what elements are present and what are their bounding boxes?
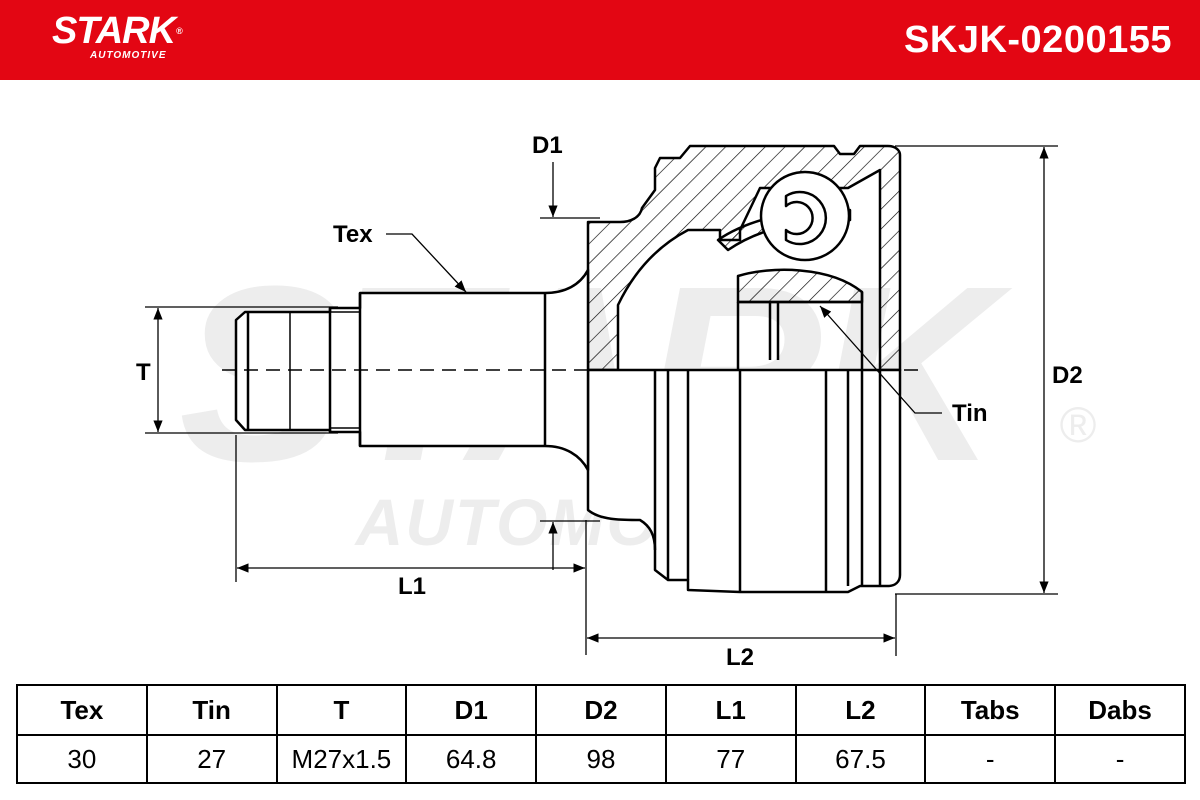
spec-value-cell: 98 (535, 734, 667, 784)
spec-header-cell: Tex (16, 684, 148, 736)
spec-table: Tex Tin T D1 D2 L1 L2 Tabs Dabs 30 27 M2… (16, 684, 1186, 784)
logo-registered-mark: ® (176, 26, 183, 36)
spec-value-cell: 77 (664, 734, 797, 784)
label-tex: Tex (333, 221, 373, 248)
cv-joint-drawing: Tex Tin T D1 D2 L1 L2 (136, 132, 1083, 671)
dimensions (145, 145, 1058, 656)
label-l1: L1 (398, 573, 426, 600)
housing-section (586, 144, 902, 372)
header-bar: STARK® AUTOMOTIVE SKJK-0200155 (0, 0, 1200, 80)
spec-value-cell: M27x1.5 (275, 734, 408, 784)
stark-logo: STARK® AUTOMOTIVE (52, 10, 183, 62)
spec-header-row: Tex Tin T D1 D2 L1 L2 Tabs Dabs (16, 684, 1186, 736)
spec-value-row: 30 27 M27x1.5 64.8 98 77 67.5 - - (16, 734, 1186, 784)
label-tin: Tin (952, 400, 988, 427)
spec-value-cell: 64.8 (405, 734, 538, 784)
part-number: SKJK-0200155 (904, 19, 1172, 61)
spec-value-cell: - (924, 734, 1057, 784)
spec-value-cell: 30 (16, 734, 148, 784)
spec-value-cell: 67.5 (794, 734, 927, 784)
spec-header-cell: L2 (794, 684, 927, 736)
label-d1: D1 (532, 132, 563, 159)
spec-header-cell: Dabs (1054, 684, 1186, 736)
housing-lower (586, 368, 902, 594)
leader-tin (819, 305, 942, 414)
label-l2: L2 (726, 644, 754, 671)
leader-tex (386, 233, 467, 293)
spec-header-cell: D2 (535, 684, 667, 736)
spec-header-cell: L1 (664, 684, 797, 736)
ball (759, 170, 851, 262)
spec-header-cell: Tabs (924, 684, 1057, 736)
label-t: T (136, 359, 151, 386)
joint-outline (234, 144, 902, 594)
logo-text: STARK (52, 10, 176, 52)
spec-value-cell: 27 (145, 734, 278, 784)
spec-header-cell: T (275, 684, 408, 736)
spec-header-cell: Tin (145, 684, 278, 736)
spec-value-cell: - (1054, 734, 1186, 784)
logo-subtitle: AUTOMOTIVE (90, 50, 167, 61)
label-d2: D2 (1052, 362, 1083, 389)
spec-header-cell: D1 (405, 684, 538, 736)
inner-race-section (736, 268, 864, 304)
watermark-registered-mark: ® (1060, 397, 1097, 453)
